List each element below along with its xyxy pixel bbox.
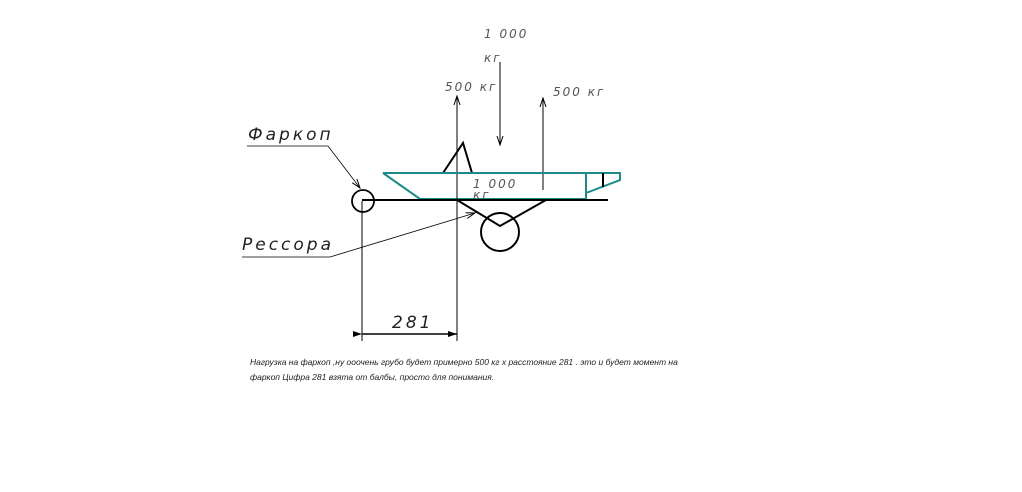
note-line-2: фаркоп Цифра 281 взята от балбы, просто … bbox=[250, 372, 495, 382]
dimension-value: 281 bbox=[392, 313, 433, 333]
hitch-label: Фаркоп bbox=[248, 125, 334, 145]
body-load-value: 1 000 bbox=[473, 177, 517, 191]
left-reaction-label: 500 кг bbox=[445, 80, 497, 94]
spring-leader bbox=[242, 213, 475, 258]
triangle-support bbox=[442, 140, 473, 174]
hitch-ball bbox=[351, 189, 375, 213]
top-load-unit: кг bbox=[484, 51, 502, 65]
leaf-spring bbox=[456, 199, 547, 228]
note-line-1: Нагрузка на фаркоп ,ну ооочень грубо буд… bbox=[250, 357, 678, 367]
wheel bbox=[480, 212, 520, 252]
right-reaction-label: 500 кг bbox=[553, 85, 605, 99]
hitch-leader bbox=[247, 145, 360, 188]
top-load-value: 1 000 bbox=[484, 27, 528, 41]
spring-label: Рессора bbox=[242, 235, 334, 255]
body-load-unit: кг bbox=[473, 188, 491, 202]
